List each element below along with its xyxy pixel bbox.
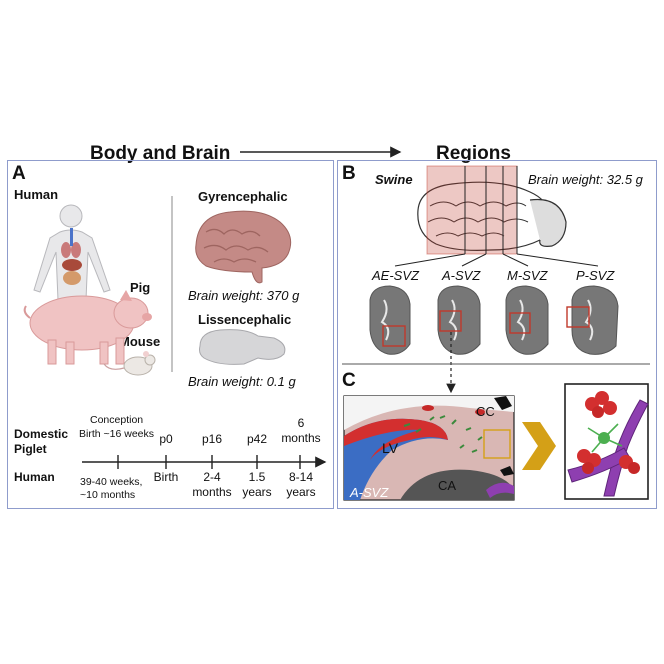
- label-lissencephalic: Lissencephalic: [198, 312, 292, 327]
- section-a-svz-icon: [437, 285, 481, 355]
- timeline-row-human: Human: [14, 470, 55, 484]
- section-p-svz-icon: [566, 285, 619, 355]
- timeline-human-gestation: 39-40 weeks, ~10 months: [80, 476, 143, 501]
- lissencephalic-brain-icon: [199, 329, 286, 365]
- timeline-row-piglet: Domestic Piglet: [14, 427, 69, 456]
- lissencephalic-weight: Brain weight: 0.1 g: [188, 374, 296, 389]
- label-human: Human: [14, 187, 59, 202]
- gyrencephalic-weight: Brain weight: 370 g: [188, 288, 300, 303]
- section-m-svz-icon: [505, 285, 549, 355]
- chevron-right-icon: [522, 422, 556, 470]
- label-swine: Swine: [375, 172, 413, 187]
- swine-brain-weight: Brain weight: 32.5 g: [528, 172, 643, 187]
- panel-a-letter: A: [12, 163, 26, 184]
- label-a-svz-region: A-SVZ: [350, 485, 389, 500]
- timeline-pig-p16: p16: [201, 432, 223, 446]
- section-label-p-svz: P-SVZ: [576, 268, 615, 283]
- label-mouse: Mouse: [119, 334, 161, 349]
- section-label-a-svz: A-SVZ: [442, 268, 481, 283]
- timeline-pig-6-months: 6 months: [281, 416, 321, 445]
- timeline-human-8-14-years: 8-14 years: [286, 470, 316, 499]
- swine-brain-icon: [417, 181, 567, 251]
- section-label-ae-svz: AE-SVZ: [372, 268, 419, 283]
- header-body-and-brain: Body and Brain: [90, 143, 231, 164]
- timeline-birth-16-weeks: Birth ~16 weeks: [79, 428, 154, 440]
- section-label-m-svz: M-SVZ: [507, 268, 548, 283]
- panel-a-box: [7, 160, 334, 509]
- svz-schematic-icon: [343, 395, 515, 501]
- panel-b-letter: B: [342, 163, 356, 184]
- organs-icon: [61, 228, 82, 285]
- gyrencephalic-brain-icon: [195, 210, 292, 284]
- timeline-pig-p0: p0: [159, 432, 173, 446]
- label-ca: CA: [438, 478, 457, 493]
- pig-icon: [23, 290, 152, 365]
- timeline-conception: Conception: [90, 414, 144, 426]
- header-regions: Regions: [436, 143, 511, 164]
- vascular-niche-icon: [564, 383, 649, 500]
- highlight-region: [426, 165, 518, 255]
- label-cc: CC: [476, 404, 495, 419]
- panel-b-c-box: [337, 160, 657, 509]
- label-gyrencephalic: Gyrencephalic: [198, 189, 288, 204]
- label-pig: Pig: [130, 280, 151, 295]
- timeline-human-1-5-years: 1.5 years: [242, 470, 272, 499]
- section-ae-svz-icon: [369, 285, 411, 355]
- timeline-human-birth: Birth: [153, 470, 179, 484]
- label-lv: LV: [382, 440, 399, 456]
- mouse-icon: [103, 351, 156, 376]
- panel-c-letter: C: [342, 370, 356, 391]
- timeline-pig-p42: p42: [246, 432, 268, 446]
- timeline-human-2-4-months: 2-4 months: [192, 470, 232, 499]
